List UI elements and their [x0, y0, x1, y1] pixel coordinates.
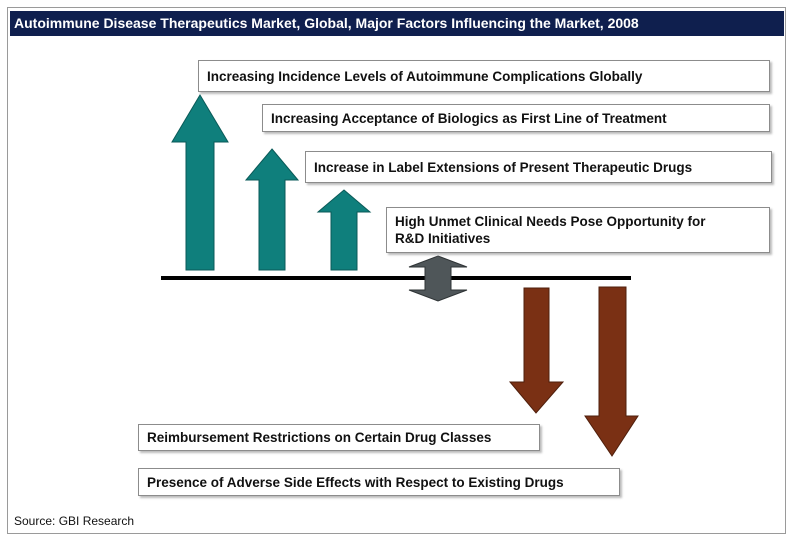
neutral-double-arrow: [408, 255, 468, 302]
driver-arrow-2: [244, 148, 300, 271]
driver-arrow-3: [316, 189, 372, 271]
restraint-arrow-1: [508, 287, 565, 414]
neutral-box: High Unmet Clinical Needs Pose Opportuni…: [386, 207, 770, 253]
restraint-box-1: Reimbursement Restrictions on Certain Dr…: [138, 424, 540, 451]
driver-box-1: Increasing Incidence Levels of Autoimmun…: [198, 60, 770, 92]
driver-box-3: Increase in Label Extensions of Present …: [305, 151, 772, 183]
figure-title: Autoimmune Disease Therapeutics Market, …: [10, 11, 784, 36]
driver-arrow-1: [171, 94, 229, 271]
driver-box-2: Increasing Acceptance of Biologics as Fi…: [262, 104, 770, 132]
restraint-arrow-2: [584, 286, 639, 457]
restraint-box-2: Presence of Adverse Side Effects with Re…: [138, 468, 620, 496]
source-note: Source: GBI Research: [14, 514, 135, 528]
